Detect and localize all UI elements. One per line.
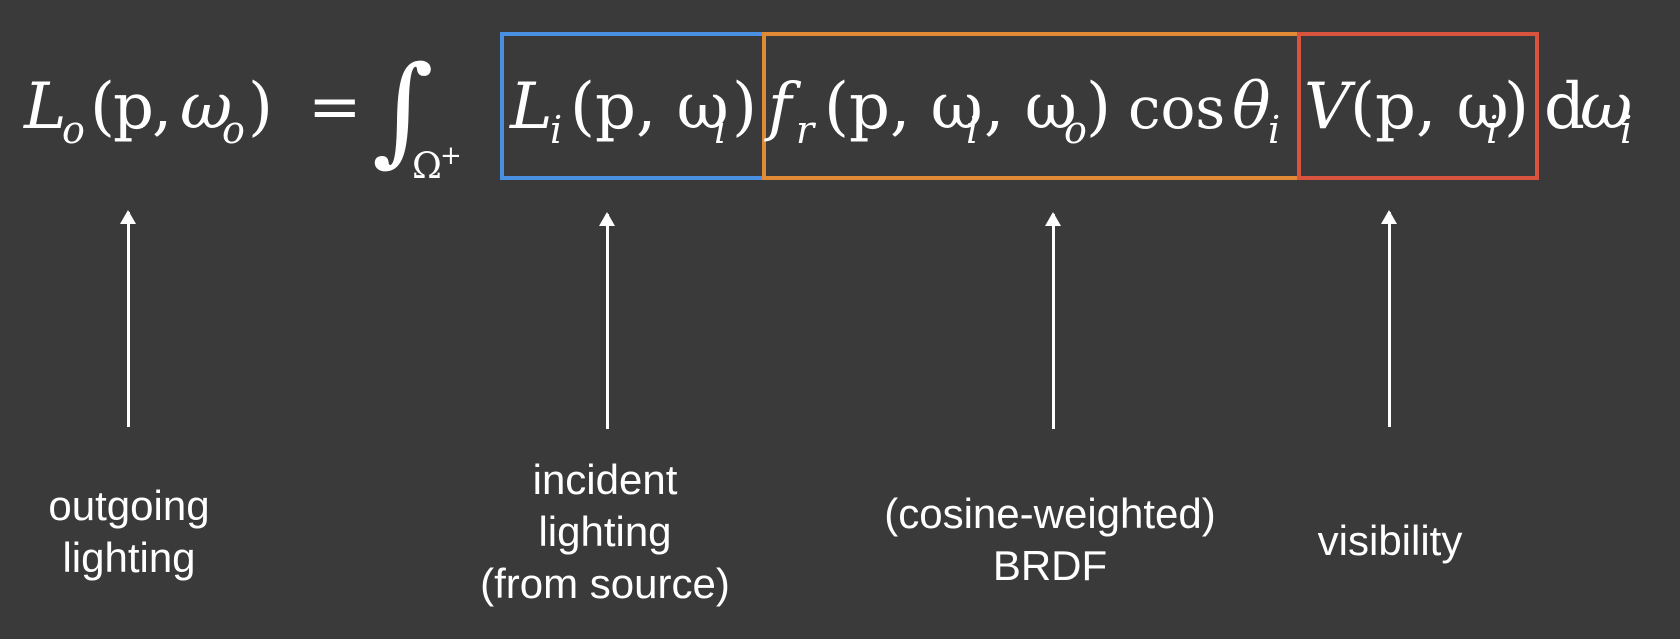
incident-lighting-label: incident lighting (from source) bbox=[450, 454, 760, 610]
lhs-open-paren: ( bbox=[90, 70, 115, 144]
visibility-close-paren: ) bbox=[1504, 70, 1529, 144]
integral-domain: Ω bbox=[412, 146, 442, 187]
incident-L-sub: i bbox=[550, 108, 562, 152]
brdf-f-sub: r bbox=[796, 108, 817, 152]
lhs-L-sub: o bbox=[62, 108, 85, 152]
incident-radiance-term: L i (p, ω i ) bbox=[509, 70, 757, 152]
brdf-args-mid: , ω bbox=[984, 70, 1077, 144]
equals-sign: = bbox=[308, 70, 362, 144]
integral-sign: ∫ bbox=[372, 40, 433, 178]
outgoing-label-line-1: outgoing bbox=[48, 482, 210, 529]
brdf-label-line-1: (cosine-weighted) bbox=[884, 490, 1216, 537]
visibility-args: (p, ω bbox=[1350, 70, 1509, 144]
incident-label-line-1: incident bbox=[532, 456, 678, 503]
lhs-omega-sub: o bbox=[222, 108, 245, 152]
brdf-args: (p, ω bbox=[824, 70, 983, 144]
theta: θ bbox=[1232, 70, 1271, 144]
incident-omega-sub: i bbox=[714, 108, 726, 152]
incident-args: (p, ω bbox=[570, 70, 729, 144]
lhs-omega: ω bbox=[180, 70, 232, 144]
theta-sub: i bbox=[1268, 108, 1280, 152]
cos-function: cos bbox=[1128, 74, 1225, 142]
outgoing-label-line-2: lighting bbox=[62, 534, 196, 581]
visibility-omega-sub: i bbox=[1486, 108, 1498, 152]
outgoing-arrow bbox=[120, 210, 136, 427]
integral-domain-sup: + bbox=[440, 141, 462, 171]
differential-term: d ω i bbox=[1544, 70, 1632, 152]
visibility-label-line-1: visibility bbox=[1317, 517, 1463, 564]
visibility-term: V (p, ω i ) bbox=[1304, 70, 1529, 152]
outgoing-radiance-term: L o ( p , ω o ) bbox=[23, 70, 273, 152]
visibility-V: V bbox=[1304, 70, 1356, 144]
incident-L: L bbox=[509, 70, 553, 144]
brdf-close-paren: ) bbox=[1086, 70, 1111, 144]
lhs-close-paren: ) bbox=[248, 70, 273, 144]
brdf-label-line-2: BRDF bbox=[992, 542, 1108, 589]
visibility-label: visibility bbox=[1280, 515, 1500, 567]
visibility-arrow bbox=[1381, 210, 1397, 427]
incident-arrow bbox=[599, 212, 615, 429]
brdf-label: (cosine-weighted) BRDF bbox=[840, 488, 1260, 592]
brdf-term: f r (p, ω i , ω o ) cos θ i bbox=[764, 70, 1280, 152]
visibility-term-box bbox=[1297, 32, 1539, 180]
differential-d: d bbox=[1544, 70, 1585, 144]
differential-sub: i bbox=[1620, 108, 1632, 152]
lhs-comma: , bbox=[152, 70, 172, 144]
differential-omega: ω bbox=[1580, 70, 1632, 144]
lhs-p: p bbox=[113, 70, 154, 144]
incident-label-line-3: (from source) bbox=[480, 560, 730, 607]
incident-close-paren: ) bbox=[732, 70, 757, 144]
brdf-omega-o-sub: o bbox=[1064, 108, 1087, 152]
brdf-omega-i-sub: i bbox=[966, 108, 978, 152]
brdf-arrow bbox=[1045, 212, 1061, 429]
incident-label-line-2: lighting bbox=[538, 508, 672, 555]
lhs-L: L bbox=[23, 70, 67, 144]
outgoing-lighting-label: outgoing lighting bbox=[14, 480, 244, 584]
